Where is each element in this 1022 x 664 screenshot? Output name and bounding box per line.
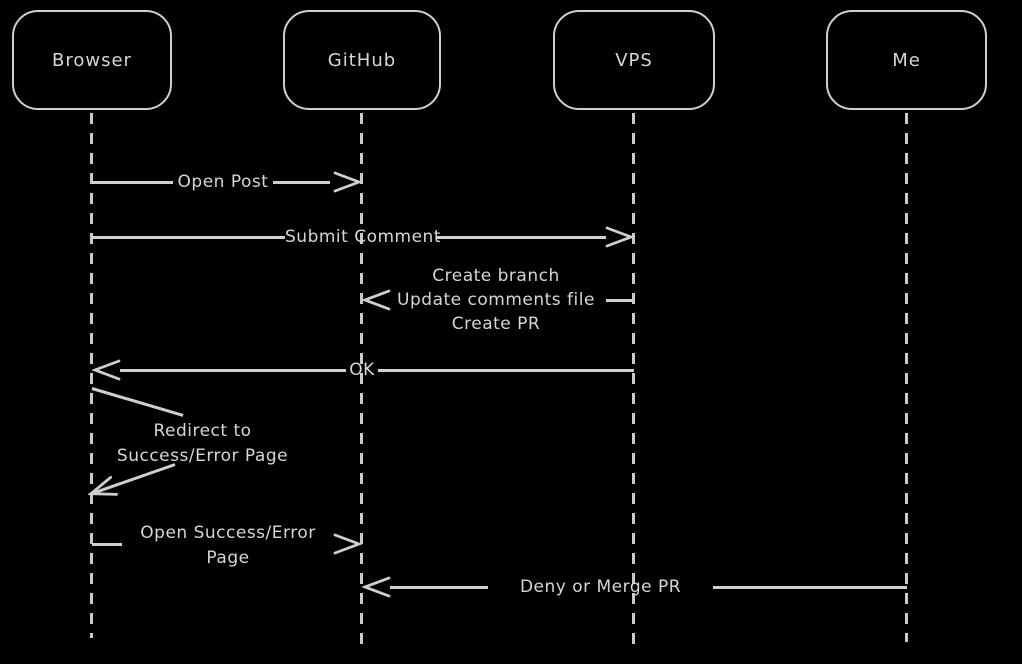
- message-create-pr-line: [606, 299, 634, 302]
- lifeline-me: [905, 113, 908, 642]
- message-redirect-label-line2: Success/Error Page: [116, 446, 289, 466]
- message-create-pr-label: Create branch Update comments file Creat…: [388, 264, 604, 336]
- message-redirect-line: [91, 387, 184, 417]
- message-ok-line: [378, 369, 634, 372]
- lifeline-vps: [632, 113, 635, 646]
- message-create-pr-label-line2: Update comments file: [397, 290, 595, 310]
- message-submit-comment-line: [437, 236, 606, 239]
- message-submit-comment-line: [92, 236, 285, 239]
- actor-vps-label: VPS: [615, 49, 653, 71]
- message-ok-label: OK: [349, 360, 375, 380]
- message-create-pr-label-line3: Create PR: [451, 314, 541, 334]
- message-open-post-line: [273, 181, 330, 184]
- message-open-post-line: [92, 181, 173, 184]
- arrowhead-left-icon: [84, 474, 120, 506]
- message-redirect-label-line1: Redirect to: [153, 421, 252, 441]
- message-open-success-line: [92, 543, 122, 546]
- actor-vps: VPS: [553, 10, 715, 110]
- arrowhead-left-icon: [92, 358, 122, 382]
- message-create-pr-label-line1: Create branch: [432, 266, 560, 286]
- message-deny-merge-line: [713, 586, 907, 589]
- message-deny-merge-label: Deny or Merge PR: [519, 577, 682, 597]
- message-open-success-label: Open Success/Error Page: [122, 521, 334, 571]
- actor-me: Me: [826, 10, 987, 110]
- arrowhead-left-icon: [362, 288, 392, 312]
- message-deny-merge-line: [390, 586, 488, 589]
- actor-browser-label: Browser: [52, 49, 132, 71]
- message-open-success-label-line2: Page: [206, 548, 250, 568]
- arrowhead-right-icon: [604, 225, 634, 249]
- lifeline-browser: [90, 113, 93, 638]
- lifeline-github: [360, 113, 363, 650]
- message-redirect-label: Redirect to Success/Error Page: [100, 419, 305, 469]
- message-submit-comment-label: Submit Comment: [285, 227, 441, 247]
- message-open-success-label-line1: Open Success/Error: [140, 523, 316, 543]
- message-ok-line: [120, 369, 346, 372]
- actor-github: GitHub: [283, 10, 441, 110]
- actor-me-label: Me: [892, 49, 921, 71]
- arrowhead-left-icon: [362, 575, 392, 599]
- arrowhead-right-icon: [332, 170, 362, 194]
- actor-browser: Browser: [12, 10, 172, 110]
- message-open-post-label: Open Post: [177, 172, 269, 192]
- arrowhead-right-icon: [332, 532, 362, 556]
- actor-github-label: GitHub: [327, 49, 397, 71]
